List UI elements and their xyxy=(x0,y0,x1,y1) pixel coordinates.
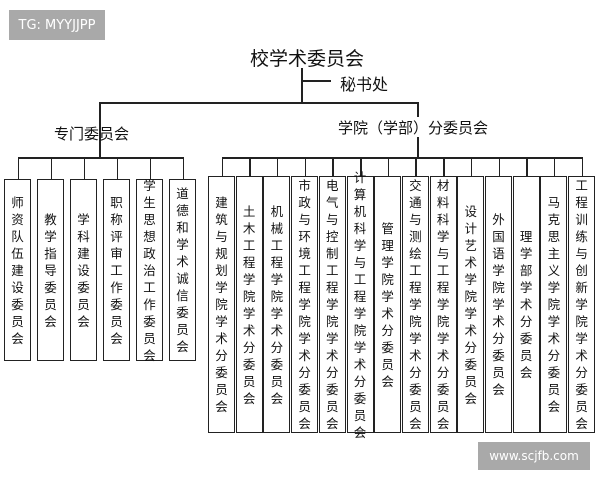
connector xyxy=(149,157,151,179)
committee-box: 道德和学术诚信委员会 xyxy=(169,179,196,361)
connector xyxy=(99,102,101,158)
connector xyxy=(221,157,584,159)
committee-box: 市政与环境工程学院学术分委员会 xyxy=(291,176,319,433)
committee-box: 电气与控制工程学院学术分委员会 xyxy=(318,176,346,433)
connector xyxy=(182,157,184,179)
committee-name: 建筑与规划学院学术分委员会 xyxy=(215,195,228,414)
committee-box: 设计艺术学院学术分委员会 xyxy=(457,176,485,433)
committee-name: 电气与控制工程学院学术分委员会 xyxy=(326,178,339,431)
committee-name: 计算机科学与工程学院学术分委员会 xyxy=(353,169,367,440)
connector xyxy=(301,68,303,103)
committee-name: 师资队伍建设委员会 xyxy=(11,194,24,346)
committee-box: 师资队伍建设委员会 xyxy=(4,179,31,361)
connector xyxy=(498,157,500,176)
committee-name: 职称评审工作委员会 xyxy=(110,194,123,346)
committee-box: 材料科学与工程学院学术分委员会 xyxy=(429,176,457,433)
committee-name: 学科建设委员会 xyxy=(77,211,90,329)
connector xyxy=(526,157,528,176)
connector xyxy=(116,157,118,179)
committee-box: 理学部学术分委员会 xyxy=(512,176,540,433)
committee-box: 土木工程学院学术分委员会 xyxy=(235,176,263,433)
committee-name: 机械工程学院学术分委员会 xyxy=(270,203,284,406)
committee-name: 工程训练与创新学院学术分委员会 xyxy=(575,178,588,431)
watermark-bottom: www.scjfb.com xyxy=(478,442,590,470)
committee-box: 马克思主义学院学术分委员会 xyxy=(540,176,568,433)
committee-name: 外国语学院学术分委员会 xyxy=(492,212,505,397)
committee-name: 市政与环境工程学院学术分委员会 xyxy=(298,178,311,431)
watermark-top: TG: MYYJJPP xyxy=(9,10,105,40)
connector xyxy=(17,157,19,179)
connector xyxy=(387,157,390,176)
committee-name: 理学部学术分委员会 xyxy=(519,229,533,380)
college-committees-label: 学院（学部）分委员会 xyxy=(338,117,489,138)
committee-name: 学生思想政治工作委员会 xyxy=(143,177,156,363)
committee-name: 马克思主义学院学术分委员会 xyxy=(547,195,561,414)
committee-box: 计算机科学与工程学院学术分委员会 xyxy=(346,170,374,440)
committee-name: 材料科学与工程学院学术分委员会 xyxy=(436,178,450,431)
committee-box: 建筑与规划学院学术分委员会 xyxy=(208,176,235,433)
connector xyxy=(99,102,419,104)
connector xyxy=(17,157,184,159)
committee-name: 教学指导委员会 xyxy=(44,211,57,329)
connector xyxy=(304,157,307,176)
special-committees-label: 专门委员会 xyxy=(54,125,130,143)
connector xyxy=(470,157,473,176)
connector xyxy=(249,157,251,176)
committee-box: 机械工程学院学术分委员会 xyxy=(263,176,291,433)
connector xyxy=(415,157,417,176)
root-node: 校学术委员会 xyxy=(250,48,365,70)
committee-name: 交通与测绘工程学院学术分委员会 xyxy=(409,178,422,431)
committee-box: 外国语学院学术分委员会 xyxy=(485,176,512,433)
committee-box: 教学指导委员会 xyxy=(37,179,64,361)
committee-name: 设计艺术学院学术分委员会 xyxy=(464,203,478,406)
committee-box: 学科建设委员会 xyxy=(70,179,97,361)
committee-box: 交通与测绘工程学院学术分委员会 xyxy=(401,176,429,433)
connector xyxy=(221,157,223,176)
connector xyxy=(581,157,584,176)
secretariat-node: 秘书处 xyxy=(340,75,389,94)
connector xyxy=(83,157,85,179)
connector xyxy=(301,80,331,82)
committee-box: 职称评审工作委员会 xyxy=(103,179,130,361)
connector xyxy=(553,157,556,176)
connector xyxy=(276,157,279,176)
committee-name: 土木工程学院学术分委员会 xyxy=(242,203,256,406)
committee-name: 管理学院学术分委员会 xyxy=(381,220,394,389)
committee-name: 道德和学术诚信委员会 xyxy=(176,186,189,354)
connector xyxy=(360,157,362,176)
connector xyxy=(50,157,52,179)
committee-box: 工程训练与创新学院学术分委员会 xyxy=(568,176,596,433)
committee-box: 学生思想政治工作委员会 xyxy=(136,177,163,363)
connector xyxy=(332,157,334,176)
connector xyxy=(417,137,419,158)
connector xyxy=(443,157,445,176)
committee-box: 管理学院学术分委员会 xyxy=(374,176,402,433)
